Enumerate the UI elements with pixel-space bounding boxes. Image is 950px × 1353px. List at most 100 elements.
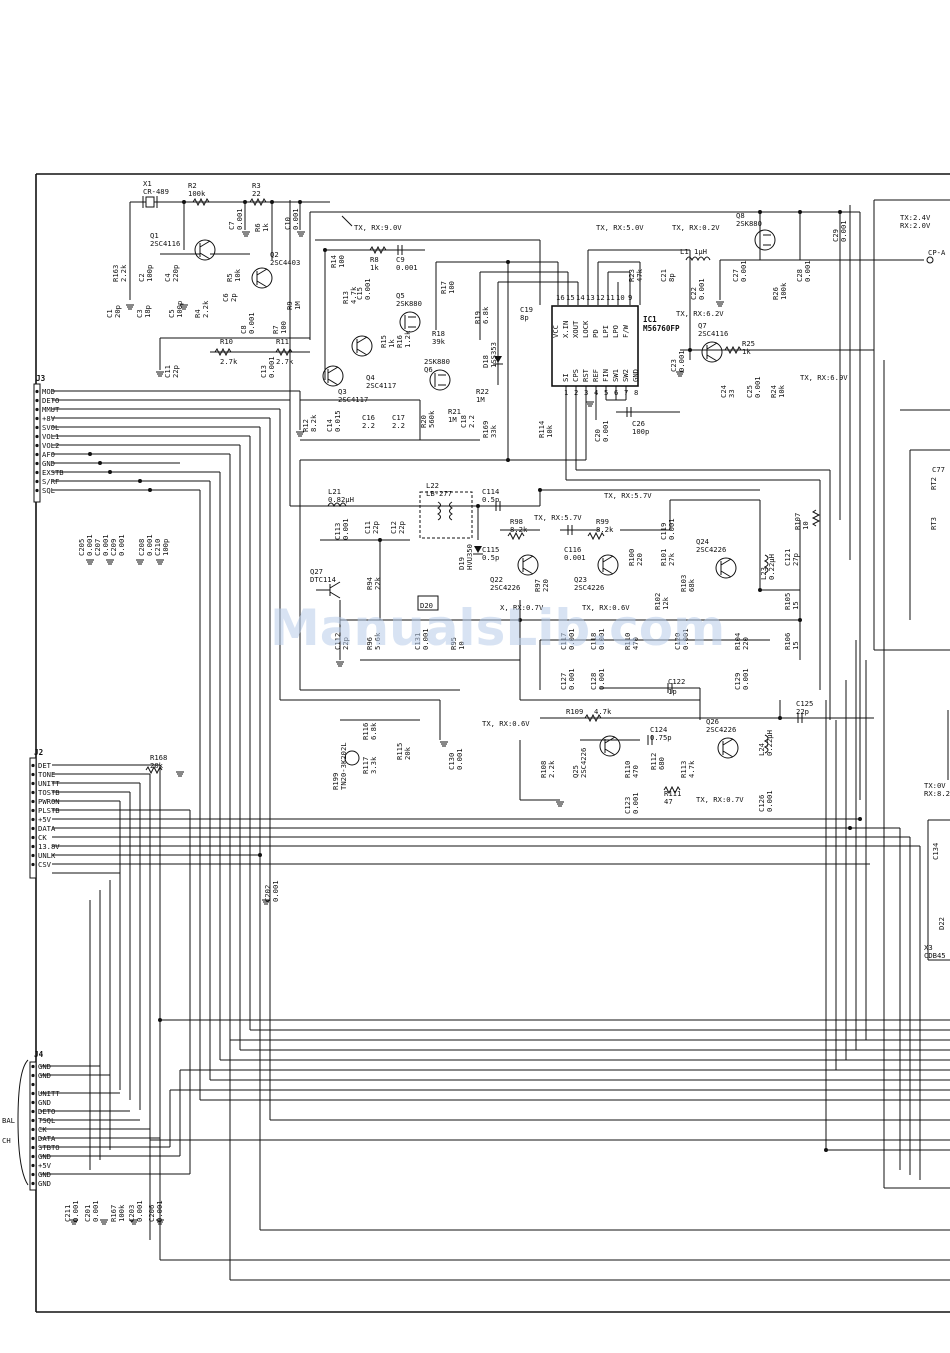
- j4-pin-dot: [31, 1154, 35, 1159]
- svg-text:22p: 22p: [341, 637, 350, 650]
- svg-text:DTC114: DTC114: [310, 575, 336, 584]
- transistor-symbols: [194, 229, 776, 759]
- svg-text:33k: 33k: [489, 424, 498, 438]
- svg-text:C20: C20: [593, 429, 602, 442]
- svg-text:6.8k: 6.8k: [481, 306, 490, 324]
- passive-symbols: [142, 196, 821, 795]
- svg-text:C126: C126: [757, 795, 766, 812]
- svg-text:680: 680: [657, 757, 666, 770]
- svg-text:R17: R17: [439, 281, 448, 294]
- svg-text:D22: D22: [937, 917, 946, 930]
- svg-text:R4: R4: [193, 309, 202, 318]
- svg-text:470: 470: [631, 765, 640, 778]
- ic1-chip: IC1 M56760FP 16 15 14 13 12 11 10 9 VCC …: [551, 293, 680, 397]
- svg-text:0.001: 0.001: [803, 260, 812, 282]
- svg-text:16: 16: [556, 293, 565, 302]
- j4-pin-dot: [31, 1073, 35, 1078]
- svg-text:0.001: 0.001: [421, 628, 430, 650]
- svg-text:C119: C119: [659, 523, 668, 540]
- ic1-part: M56760FP: [643, 324, 680, 333]
- svg-text:0.001: 0.001: [91, 1200, 100, 1222]
- svg-text:C11: C11: [163, 365, 172, 378]
- svg-text:1M: 1M: [448, 415, 457, 424]
- svg-text:15: 15: [791, 601, 800, 610]
- svg-text:TX, RX:0.7V: TX, RX:0.7V: [696, 795, 744, 804]
- svg-text:C201: C201: [83, 1205, 92, 1222]
- svg-text:C128: C128: [589, 673, 598, 690]
- q2-symbol: [251, 267, 273, 289]
- voltage-annotations: TX, RX:9.0V TX, RX:5.0V TX, RX:0.2V TX, …: [341, 213, 950, 804]
- svg-text:0.82μH: 0.82μH: [328, 495, 354, 504]
- j4-side-ch: CH: [2, 1136, 11, 1145]
- j4-label: J4: [34, 1050, 44, 1059]
- svg-text:8.2k: 8.2k: [309, 414, 318, 432]
- svg-text:R117: R117: [361, 757, 370, 774]
- svg-text:100p: 100p: [175, 301, 184, 318]
- svg-text:2SC4226: 2SC4226: [579, 748, 588, 778]
- svg-text:L21: L21: [328, 487, 341, 496]
- svg-text:X3: X3: [924, 943, 933, 952]
- svg-text:0.001: 0.001: [455, 748, 464, 770]
- svg-text:10: 10: [616, 293, 625, 302]
- svg-text:R12: R12: [301, 419, 310, 432]
- svg-text:R116: R116: [361, 723, 370, 740]
- svg-text:R26: R26: [771, 287, 780, 300]
- svg-text:0.001: 0.001: [597, 668, 606, 690]
- svg-text:8: 8: [634, 388, 638, 397]
- svg-text:2p: 2p: [229, 293, 238, 302]
- j3-pin-dot: [35, 452, 39, 457]
- svg-text:R115: R115: [395, 743, 404, 760]
- q6-symbol: [429, 369, 451, 391]
- svg-text:5: 5: [604, 388, 608, 397]
- svg-text:0.001: 0.001: [363, 278, 372, 300]
- svg-text:2.7k: 2.7k: [220, 357, 238, 366]
- j2-pin-dot: [31, 817, 35, 822]
- svg-text:TX:2.4V: TX:2.4V: [900, 213, 931, 222]
- svg-text:C9: C9: [396, 255, 405, 264]
- svg-text:22p: 22p: [171, 365, 180, 378]
- svg-text:22p: 22p: [796, 707, 809, 716]
- svg-text:0.001: 0.001: [291, 208, 300, 230]
- j2-pin-label: PLSTB: [38, 806, 60, 815]
- svg-text:TX, RX:0.6V: TX, RX:0.6V: [582, 603, 630, 612]
- j3-pin-label: DETO: [42, 396, 59, 405]
- j3-pin-list: MODDETOMMUT+8VSVOLVOL1VOL2AFOGNDEXSTBS/R…: [35, 387, 64, 495]
- svg-text:0.22μH: 0.22μH: [767, 554, 776, 580]
- svg-text:Q7: Q7: [698, 321, 707, 330]
- svg-text:TX, RX:6.2V: TX, RX:6.2V: [676, 309, 724, 318]
- svg-text:13: 13: [586, 293, 595, 302]
- svg-text:C26: C26: [632, 419, 645, 428]
- svg-text:PD: PD: [591, 329, 600, 338]
- svg-text:C112: C112: [333, 633, 342, 650]
- svg-text:0.75p: 0.75p: [650, 733, 672, 742]
- svg-text:C117: C117: [559, 633, 568, 650]
- svg-text:TX, RX:9.0V: TX, RX:9.0V: [354, 223, 402, 232]
- j4-pin-dot: [31, 1136, 35, 1141]
- svg-text:C203: C203: [127, 1205, 136, 1222]
- svg-text:100p: 100p: [161, 539, 170, 556]
- svg-text:C118: C118: [589, 633, 598, 650]
- svg-text:0.001: 0.001: [341, 518, 350, 540]
- svg-text:22k: 22k: [373, 576, 382, 590]
- svg-text:2SC4226: 2SC4226: [706, 725, 736, 734]
- svg-text:1μH: 1μH: [694, 247, 707, 256]
- svg-text:R108: R108: [539, 761, 548, 778]
- svg-text:R23: R23: [627, 269, 636, 282]
- svg-text:20k: 20k: [403, 746, 412, 760]
- j3-pin-label: EXSTB: [42, 468, 64, 477]
- svg-text:CP-A: CP-A: [928, 248, 946, 257]
- svg-text:20p: 20p: [113, 305, 122, 318]
- svg-text:0.001: 0.001: [597, 628, 606, 650]
- svg-text:SI: SI: [561, 373, 570, 382]
- ic1-ref: IC1: [643, 315, 657, 324]
- connector-j3: J3 MODDETOMMUT+8VSVOLVOL1VOL2AFOGNDEXSTB…: [33, 374, 64, 503]
- svg-text:1M: 1M: [476, 395, 485, 404]
- ground-symbols: [70, 231, 724, 1225]
- svg-text:4.7k: 4.7k: [594, 707, 612, 716]
- j2-pin-dot: [31, 781, 35, 786]
- j4-pin-dot: [31, 1109, 35, 1114]
- j2-pin-dot: [31, 826, 35, 831]
- j3-pin-label: +8V: [42, 414, 56, 423]
- svg-text:100k: 100k: [188, 189, 206, 198]
- j4-side-bal: BAL: [2, 1116, 15, 1125]
